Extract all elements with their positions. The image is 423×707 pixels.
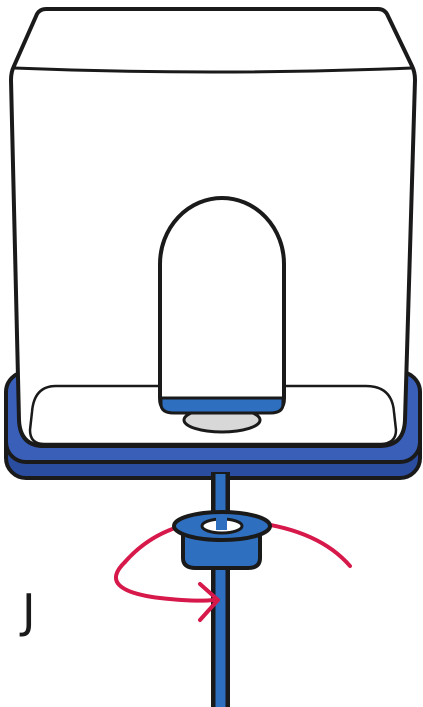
shaft-rod [211, 472, 230, 707]
dome-component [158, 196, 286, 434]
rotate-arrow-icon [113, 560, 220, 622]
step-label: J [22, 584, 36, 638]
housing-top-edge [13, 66, 413, 74]
dome-blue-band [159, 396, 285, 415]
rod-nut [172, 510, 272, 570]
